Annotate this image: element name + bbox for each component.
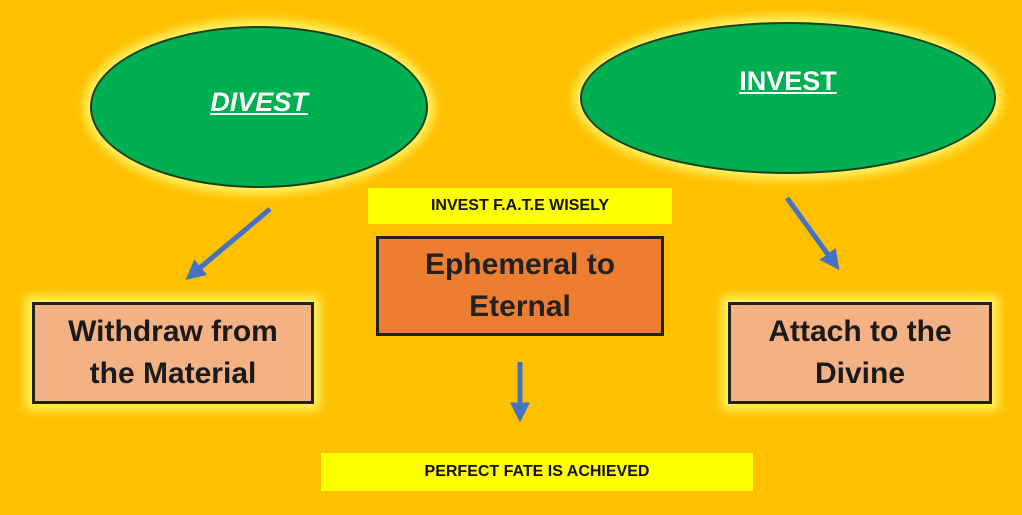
invest-fate-label: INVEST F.A.T.E WISELY	[430, 197, 610, 214]
withdraw-line-2: the Material	[89, 357, 257, 390]
attach-line-1: Attach to the	[768, 315, 952, 348]
withdraw-box: Withdraw from the Material	[32, 302, 314, 404]
withdraw-line-1: Withdraw from	[68, 315, 278, 348]
ephemeral-box: Ephemeral to Eternal	[376, 236, 664, 336]
arrow-divest-to-withdraw	[185, 207, 272, 281]
perfect-fate-label: PERFECT FATE IS ACHIEVED	[424, 463, 650, 480]
attach-box: Attach to the Divine	[728, 302, 992, 404]
divest-label: DIVEST	[210, 86, 308, 117]
ephemeral-line-1: Ephemeral to	[424, 248, 616, 281]
arrow-invest-to-attach	[784, 196, 840, 271]
ephemeral-line-2: Eternal	[469, 290, 571, 323]
divest-ellipse: DIVEST	[90, 26, 428, 188]
attach-line-2: Divine	[814, 357, 905, 390]
invest-fate-banner: INVEST F.A.T.E WISELY	[368, 188, 672, 224]
perfect-fate-banner: PERFECT FATE IS ACHIEVED	[321, 453, 753, 491]
invest-ellipse: INVEST	[580, 22, 996, 174]
invest-label: INVEST	[739, 66, 837, 96]
